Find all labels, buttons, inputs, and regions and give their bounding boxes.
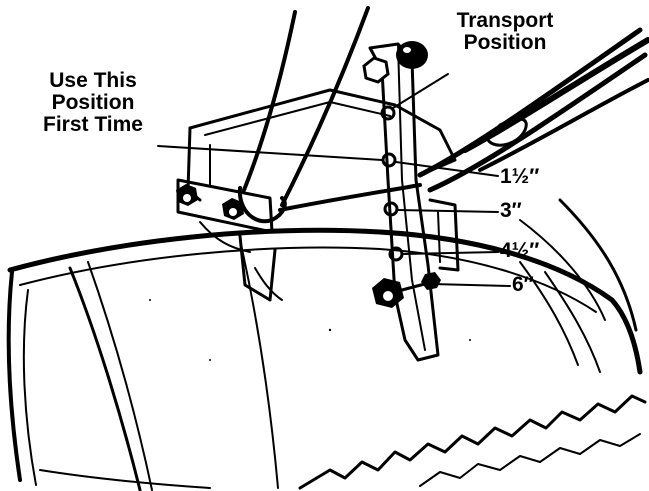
leader-transport — [392, 73, 449, 109]
depth-bar — [362, 41, 441, 362]
bracket-bolt-left-icon — [176, 184, 198, 206]
label-transport-line-2: Position — [463, 31, 547, 55]
tine-hood — [6, 198, 647, 491]
mounting-bracket — [176, 88, 460, 302]
label-depth-1-5in: 1½″ — [500, 165, 540, 188]
label-use-this-position: Use This Position First Time — [18, 69, 168, 137]
hole-1-5in — [381, 152, 397, 168]
leader-6in — [431, 283, 511, 287]
depth-bar-top-bolt-icon — [362, 56, 390, 84]
label-transport-line-1: Transport — [456, 9, 554, 32]
leader-4-5in — [402, 251, 499, 255]
hole-transport — [380, 105, 396, 121]
label-use-this-line-1: Use This — [49, 69, 137, 92]
leader-first-time — [157, 145, 383, 161]
control-cables — [278, 27, 649, 212]
label-depth-4-5in: 4½″ — [500, 239, 540, 262]
depth-pin-bolt-icon — [372, 272, 441, 308]
hole-3in — [383, 201, 399, 217]
label-use-this-line-3: First Time — [43, 113, 143, 137]
hitch-knob-icon — [396, 41, 428, 69]
handle-tube — [237, 6, 370, 224]
label-depth-6in: 6″ — [512, 273, 534, 296]
leader-lines — [157, 73, 511, 287]
leader-3in — [397, 209, 499, 213]
label-transport-position: Transport Position — [440, 9, 570, 55]
label-use-this-line-2: Position — [51, 91, 135, 115]
bracket-bolt-right-icon — [222, 198, 244, 220]
leader-1-5in — [395, 161, 499, 177]
label-depth-3in: 3″ — [500, 199, 522, 222]
